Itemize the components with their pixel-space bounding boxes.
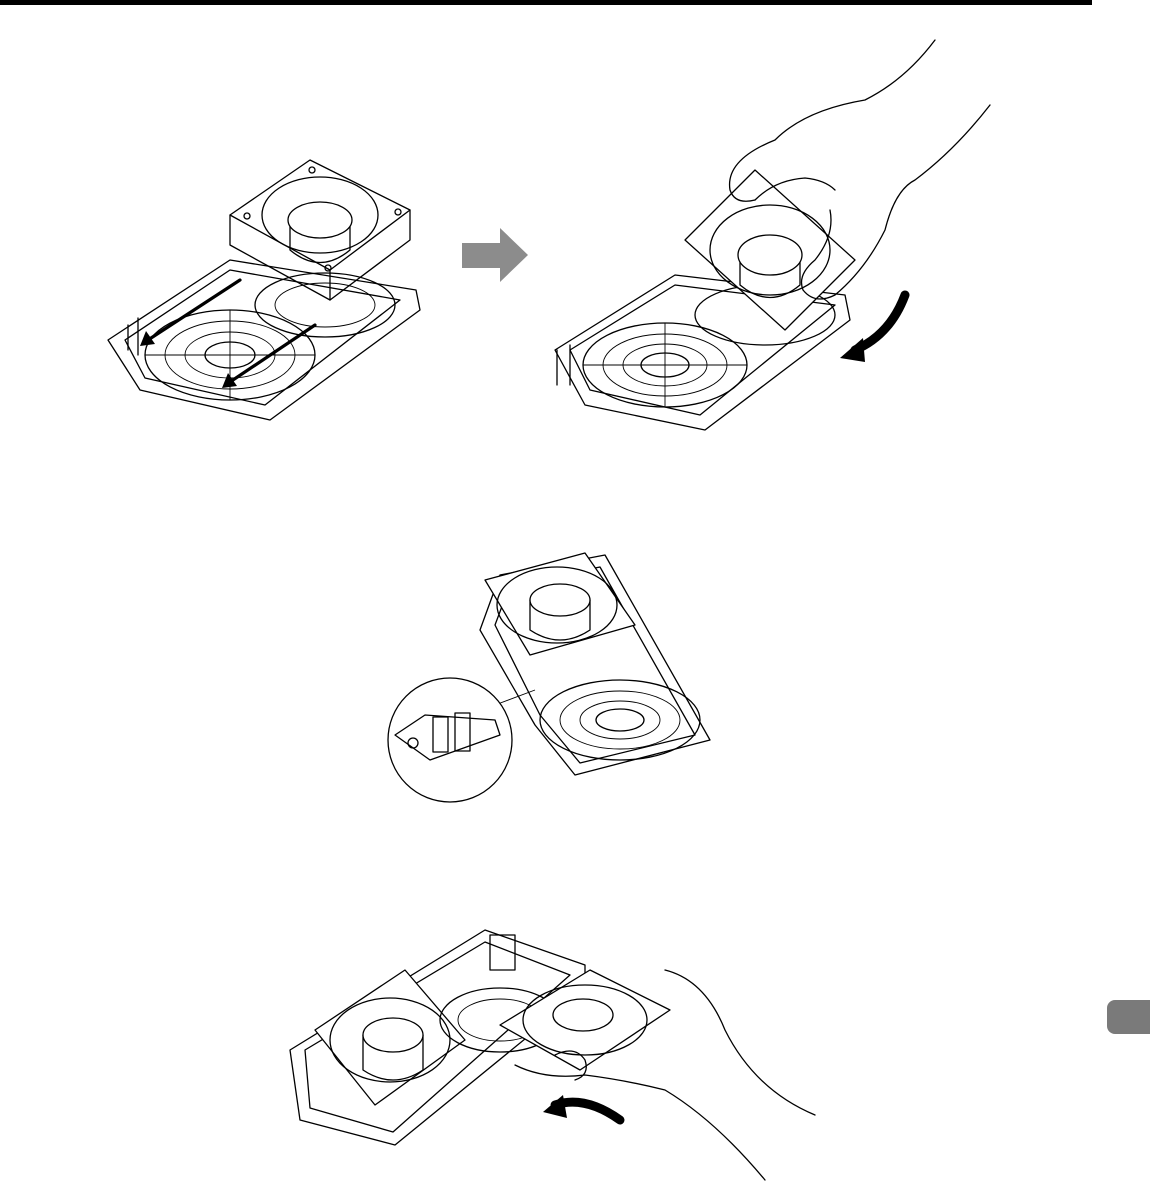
- fan-frame-icon: [500, 970, 670, 1070]
- fig-remove-fan-tabs: [100, 150, 430, 430]
- section-tab: [1107, 1000, 1150, 1034]
- fig-lift-fan: [545, 40, 1005, 440]
- fan-guard-icon: [540, 680, 700, 760]
- fan-frame-icon: [230, 160, 410, 300]
- fan-guard-icon: [583, 323, 747, 407]
- curved-arrow-icon: [840, 295, 905, 362]
- fig-hook-detail: [385, 545, 725, 805]
- fig-install-fan: [285, 920, 825, 1185]
- diagonal-arrow-icon: [140, 280, 315, 388]
- curved-arrow-icon: [543, 1095, 620, 1120]
- step-arrow-icon: [462, 228, 532, 283]
- fan-frame-icon: [315, 970, 465, 1105]
- fan-frame-icon: [685, 170, 855, 330]
- header-rule: [0, 0, 1092, 5]
- magnifier-detail-icon: [388, 678, 512, 802]
